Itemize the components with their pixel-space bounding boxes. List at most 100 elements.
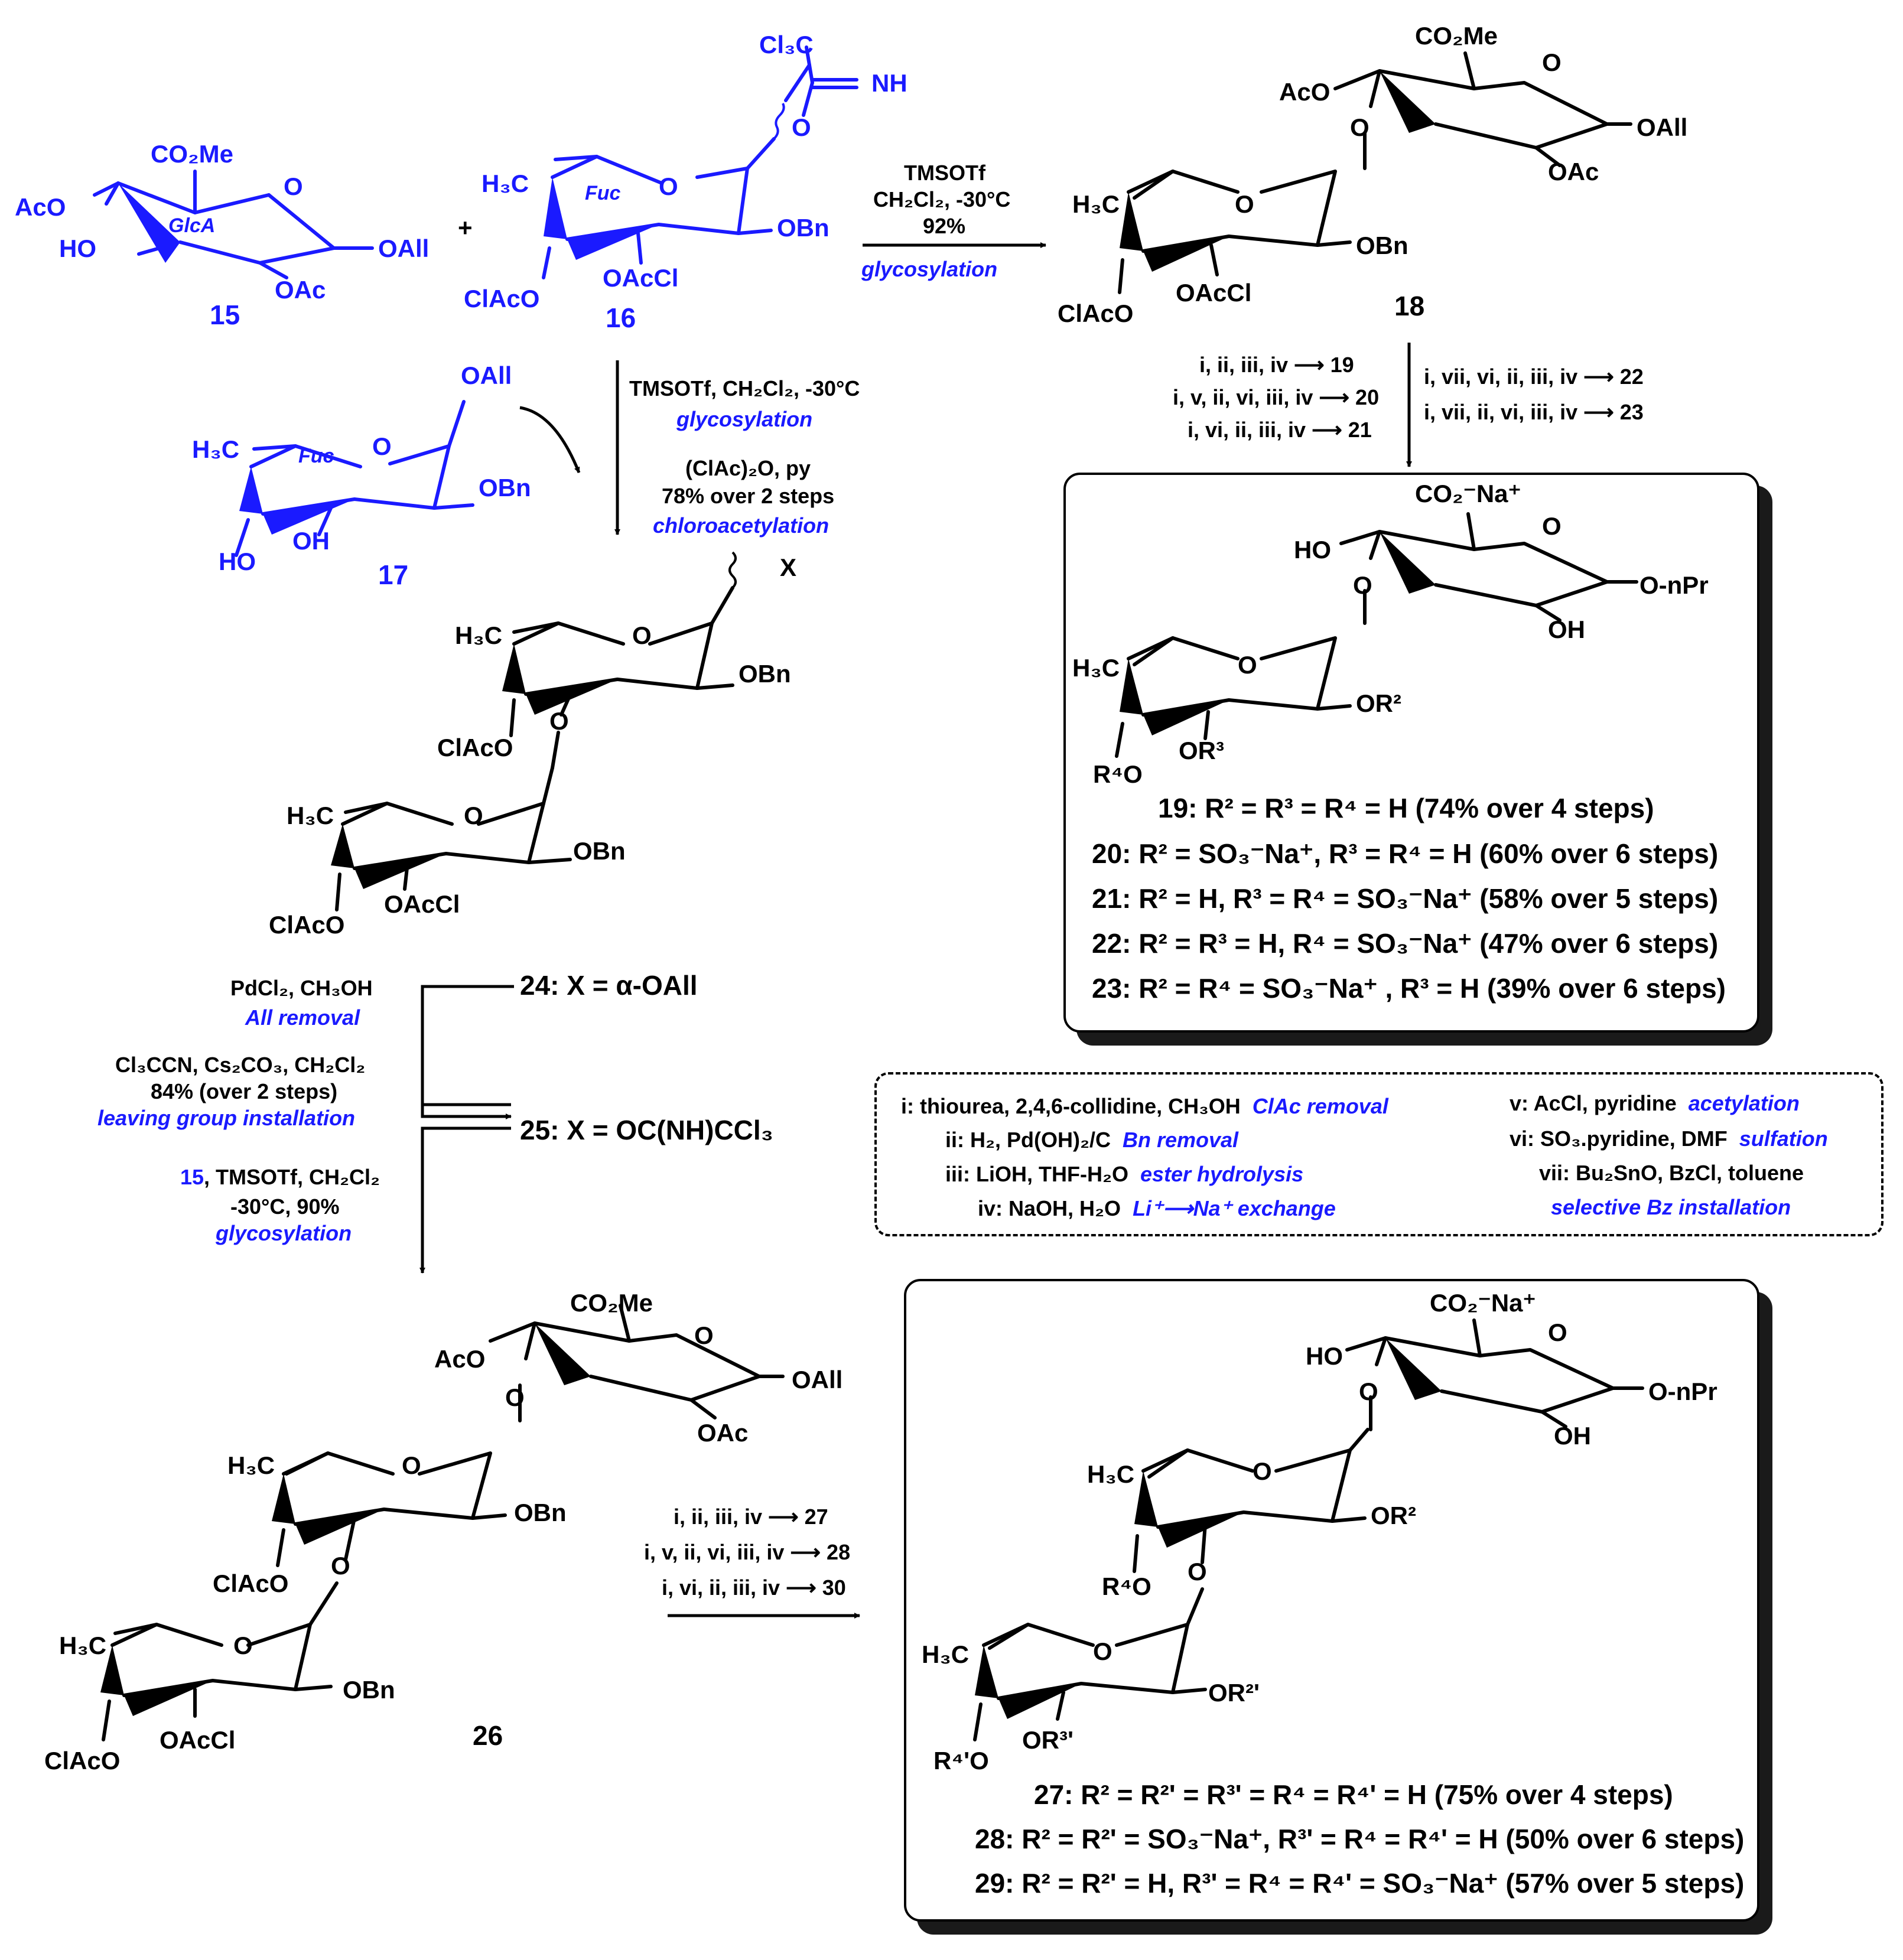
c15-ho: HO xyxy=(59,235,96,262)
c26-fuc-o-top: O xyxy=(402,1451,421,1479)
route-18-20: i, v, ii, vi, iii, iv ⟶ 20 xyxy=(1173,385,1380,409)
c15-co2me: CO₂Me xyxy=(151,140,234,168)
c26-clacoo-top: ClAcO xyxy=(213,1570,289,1597)
route-26-28: i, v, ii, vi, iii, iv ⟶ 28 xyxy=(644,1540,851,1564)
step2-yield: 78% over 2 steps xyxy=(662,484,835,508)
legend-v-code: v: AcCl, pyridine xyxy=(1510,1091,1677,1115)
c16-h3c: H₃C xyxy=(482,170,529,197)
result-21: 21: R² = H, R³ = R⁴ = SO₃⁻Na⁺ (58% over … xyxy=(1092,883,1719,914)
compound-25-def: 25: X = OC(NH)CCl₃ xyxy=(520,1115,773,1145)
c18-fuc-o: O xyxy=(1235,190,1254,218)
c16-oaccl: OAcCl xyxy=(603,264,679,292)
dimer-ring-o-top: O xyxy=(632,621,652,649)
c26-fuc-o-bottom: O xyxy=(233,1632,253,1659)
legend-iii-code: iii: LiOH, THF-H₂O xyxy=(945,1162,1128,1186)
result-19: 19: R² = R³ = R⁴ = H (74% over 4 steps) xyxy=(1158,793,1654,823)
pb-fuc-o-bottom: O xyxy=(1093,1637,1112,1665)
result-28: 28: R² = R²' = SO₃⁻Na⁺, R³' = R⁴ = R⁴' =… xyxy=(975,1824,1745,1854)
route-26-27: i, ii, iii, iv ⟶ 27 xyxy=(674,1505,828,1529)
c17-h3c: H₃C xyxy=(192,435,240,463)
dimer-clacoo-bottom: ClAcO xyxy=(269,911,345,939)
left-r3c: -30°C, 90% xyxy=(230,1194,340,1219)
pb-oh: OH xyxy=(1554,1422,1591,1450)
c18-link-o: O xyxy=(1350,113,1369,141)
pa-or2: OR² xyxy=(1356,689,1401,717)
c15-oac: OAc xyxy=(275,276,326,304)
pb-or2p: OR²' xyxy=(1208,1679,1260,1707)
pb-fuc-o-top: O xyxy=(1253,1457,1272,1485)
left-r1: PdCl₂, CH₃OH xyxy=(230,976,373,1000)
c18-oall: OAll xyxy=(1637,113,1688,141)
pa-link-o: O xyxy=(1353,571,1372,599)
legend-ii-code: ii: H₂, Pd(OH)₂/C xyxy=(945,1128,1111,1152)
legend-vii: vii: Bu₂SnO, BzCl, toluene xyxy=(1539,1161,1804,1185)
pa-or3: OR³ xyxy=(1179,737,1224,764)
step1-yield: 92% xyxy=(923,214,966,238)
result-22: 22: R² = R³ = H, R⁴ = SO₃⁻Na⁺ (47% over … xyxy=(1092,928,1719,959)
legend-iv-code: iv: NaOH, H₂O xyxy=(978,1196,1121,1220)
legend-i-code: i: thiourea, 2,4,6-collidine, CH₃OH xyxy=(901,1094,1241,1118)
dimer-obn-bottom: OBn xyxy=(573,837,626,865)
legend-v: v: AcCl, pyridine acetylation xyxy=(1510,1093,1800,1114)
pb-onpr: O-nPr xyxy=(1648,1378,1717,1405)
pa-r4o: R⁴O xyxy=(1093,760,1143,788)
dimer-oaccl: OAcCl xyxy=(384,890,460,918)
dimer-structure xyxy=(331,586,734,911)
legend-ii: ii: H₂, Pd(OH)₂/C Bn removal xyxy=(945,1129,1238,1151)
plus-sign: + xyxy=(458,214,473,242)
c18-obn: OBn xyxy=(1356,232,1408,259)
legend-i: i: thiourea, 2,4,6-collidine, CH₃OH ClAc… xyxy=(901,1096,1388,1117)
c18-h3c: H₃C xyxy=(1072,190,1120,218)
c15-oall: OAll xyxy=(378,235,430,262)
result-29: 29: R² = R²' = H, R³' = R⁴ = R⁴' = SO₃⁻N… xyxy=(975,1868,1745,1899)
c15-ring-o: O xyxy=(284,172,303,200)
step2-reagent: TMSOTf, CH₂Cl₂, -30°C xyxy=(629,376,860,401)
pb-ho: HO xyxy=(1306,1342,1343,1370)
dimer-x: X xyxy=(780,554,797,581)
c15-aco: AcO xyxy=(15,193,66,221)
compound-17-structure xyxy=(235,400,474,557)
pb-or3p: OR³' xyxy=(1022,1726,1074,1754)
legend-iii: iii: LiOH, THF-H₂O ester hydrolysis xyxy=(945,1164,1303,1185)
arrow-to-26 xyxy=(419,1126,511,1274)
result-27: 27: R² = R²' = R³' = R⁴ = R⁴' = H (75% o… xyxy=(1034,1779,1673,1810)
c17-oall: OAll xyxy=(461,362,512,389)
c26-h3c-top: H₃C xyxy=(227,1451,275,1479)
c26-link-o-1: O xyxy=(505,1383,525,1411)
legend-vi-code: vi: SO₃.pyridine, DMF xyxy=(1510,1126,1728,1151)
left-r2: Cl₃CCN, Cs₂CO₃, CH₂Cl₂ xyxy=(115,1053,366,1077)
wavy-bond-dimer xyxy=(728,551,737,589)
pa-co2na: CO₂⁻Na⁺ xyxy=(1415,480,1521,507)
left-r3-cpd: 15 xyxy=(180,1165,204,1189)
c18-co2me: CO₂Me xyxy=(1415,22,1498,50)
c26-obn-bottom: OBn xyxy=(343,1676,395,1704)
c18-oaccl: OAcCl xyxy=(1176,279,1252,307)
c17-ho: HO xyxy=(219,548,256,575)
compound-18-label: 18 xyxy=(1394,291,1425,321)
pb-r4po: R⁴'O xyxy=(933,1747,989,1775)
compound-15-structure xyxy=(93,170,374,279)
arrow-to-25 xyxy=(421,985,514,1119)
pb-r4o: R⁴O xyxy=(1102,1572,1151,1600)
c26-oaccl: OAcCl xyxy=(160,1726,236,1754)
result-20: 20: R² = SO₃⁻Na⁺, R³ = R⁴ = H (60% over … xyxy=(1092,838,1719,869)
pa-ring-o: O xyxy=(1542,512,1562,540)
legend-vi-desc: sulfation xyxy=(1739,1126,1828,1151)
compound-16-label: 16 xyxy=(606,302,636,333)
c26-oac: OAc xyxy=(697,1419,749,1447)
step1-solvent: CH₂Cl₂, -30°C xyxy=(873,187,1011,211)
c18-oac: OAc xyxy=(1548,158,1599,185)
pb-or2: OR² xyxy=(1371,1502,1416,1529)
pa-oh: OH xyxy=(1548,616,1585,643)
dimer-ring-o-bottom: O xyxy=(464,802,483,829)
c16-ring-name: Fuc xyxy=(585,182,621,204)
pa-onpr: O-nPr xyxy=(1639,571,1709,599)
left-l3: glycosylation xyxy=(216,1221,352,1245)
step2-label: glycosylation xyxy=(676,407,813,431)
compound-24-def: 24: X = α-OAll xyxy=(520,970,698,1001)
c18-aco: AcO xyxy=(1279,78,1331,106)
left-l2: leaving group installation xyxy=(97,1106,356,1130)
c17-oh: OH xyxy=(292,527,330,555)
